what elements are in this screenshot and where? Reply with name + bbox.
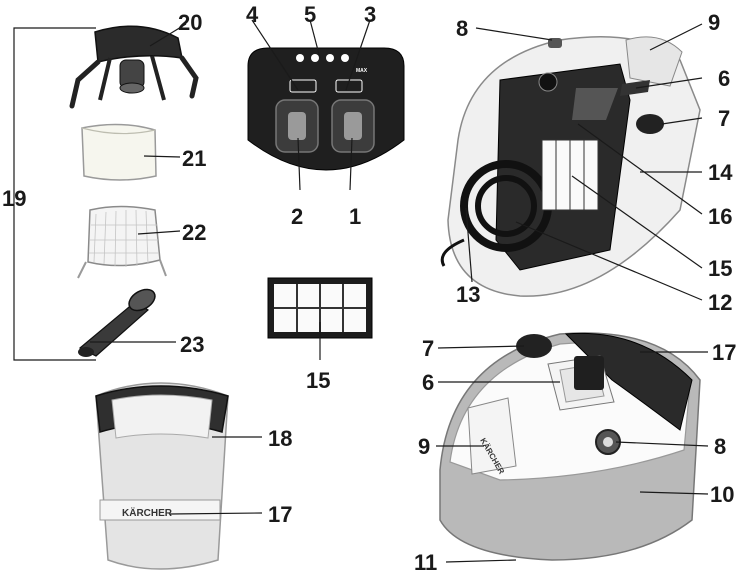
callout-12: 12 bbox=[708, 290, 732, 315]
callout-11: 11 bbox=[414, 550, 437, 575]
inner-filter-grid bbox=[541, 139, 599, 211]
callout-15a: 15 bbox=[708, 256, 732, 281]
water-tank-part: KÄRCHER bbox=[95, 382, 229, 570]
callout-3: 3 bbox=[364, 2, 376, 27]
callout-17b: 17 bbox=[268, 502, 292, 527]
callout-15b: 15 bbox=[306, 368, 330, 393]
callout-8b: 8 bbox=[714, 434, 726, 459]
callout-9b: 9 bbox=[418, 434, 430, 459]
bracket-19 bbox=[13, 27, 96, 361]
max-label: MAX bbox=[356, 68, 368, 74]
callout-10: 10 bbox=[710, 482, 734, 507]
callout-18: 18 bbox=[268, 426, 292, 451]
tank-brand-label: KÄRCHER bbox=[122, 506, 173, 519]
callout-21: 21 bbox=[182, 146, 206, 171]
callout-5: 5 bbox=[304, 2, 316, 27]
foam-filter-part bbox=[81, 123, 157, 181]
mesh-filter-part bbox=[77, 205, 167, 279]
leader-lines bbox=[90, 19, 709, 563]
callout-2: 2 bbox=[291, 204, 303, 229]
callout-4: 4 bbox=[246, 2, 259, 27]
nozzle-adapter-part bbox=[78, 288, 156, 357]
callout-7a: 7 bbox=[718, 106, 730, 131]
control-panel: MAX bbox=[247, 47, 405, 171]
callout-17a: 17 bbox=[712, 340, 736, 365]
open-unit-view bbox=[440, 36, 701, 297]
filter-cap-part bbox=[69, 25, 199, 109]
callout-13: 13 bbox=[456, 282, 480, 307]
callout-6b: 6 bbox=[422, 370, 434, 395]
closed-unit-view: KÄRCHER bbox=[439, 332, 701, 561]
callout-9a: 9 bbox=[708, 10, 720, 35]
callout-1: 1 bbox=[349, 204, 361, 229]
callout-19: 19 bbox=[2, 186, 26, 211]
callout-16: 16 bbox=[708, 204, 732, 229]
callout-22: 22 bbox=[182, 220, 206, 245]
callout-14: 14 bbox=[708, 160, 733, 185]
callout-23: 23 bbox=[180, 332, 204, 357]
callout-8a: 8 bbox=[456, 16, 468, 41]
callout-7b: 7 bbox=[422, 336, 434, 361]
callout-6a: 6 bbox=[718, 66, 730, 91]
callout-20: 20 bbox=[178, 10, 202, 35]
callout-numbers: 1 2 3 4 5 6 6 7 7 8 8 9 9 10 11 12 13 14… bbox=[2, 2, 736, 575]
